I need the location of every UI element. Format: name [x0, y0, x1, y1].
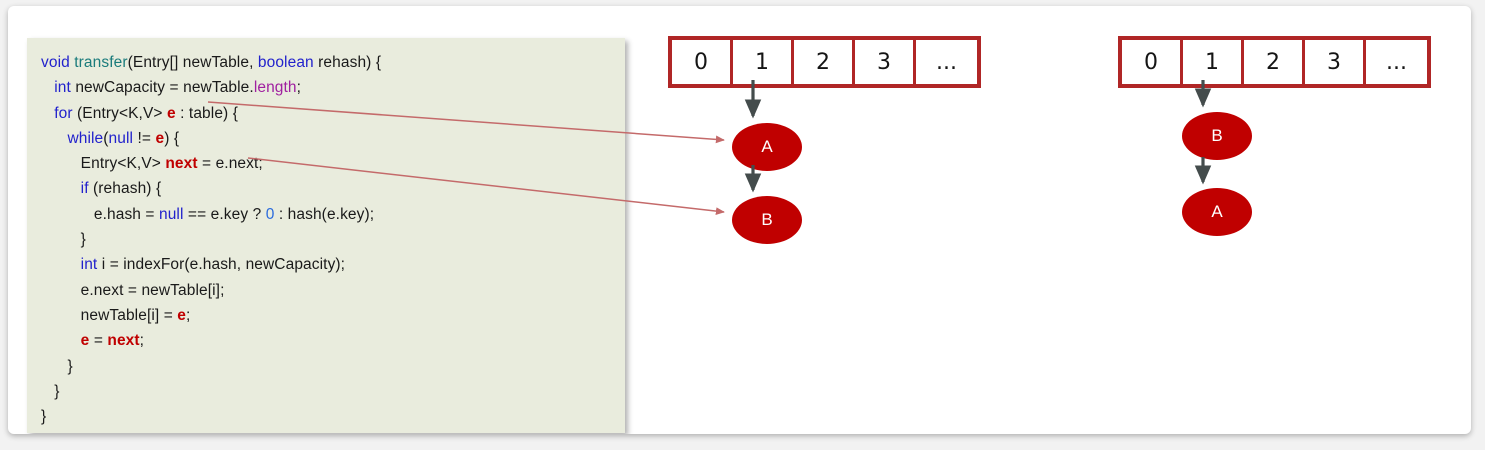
code-block: void transfer(Entry[] newTable, boolean … — [27, 38, 625, 433]
bucket-cell-1[interactable]: 1 — [1183, 40, 1244, 84]
code-source-text: void transfer(Entry[] newTable, boolean … — [41, 54, 382, 426]
bucket-table-before: 0 1 2 3 ... — [668, 36, 981, 88]
slide-card: void transfer(Entry[] newTable, boolean … — [8, 6, 1471, 434]
node-b-before[interactable]: B — [732, 196, 802, 244]
node-a-before[interactable]: A — [732, 123, 802, 171]
bucket-cell-0[interactable]: 0 — [1122, 40, 1183, 84]
bucket-cell-ellipsis[interactable]: ... — [1366, 40, 1427, 84]
bucket-cell-0[interactable]: 0 — [672, 40, 733, 84]
node-b-after[interactable]: B — [1182, 112, 1252, 160]
bucket-cell-2[interactable]: 2 — [794, 40, 855, 84]
bucket-cell-1[interactable]: 1 — [733, 40, 794, 84]
bucket-cell-3[interactable]: 3 — [855, 40, 916, 84]
bucket-cell-3[interactable]: 3 — [1305, 40, 1366, 84]
bucket-table-after: 0 1 2 3 ... — [1118, 36, 1431, 88]
bucket-cell-ellipsis[interactable]: ... — [916, 40, 977, 84]
node-a-after[interactable]: A — [1182, 188, 1252, 236]
bucket-cell-2[interactable]: 2 — [1244, 40, 1305, 84]
